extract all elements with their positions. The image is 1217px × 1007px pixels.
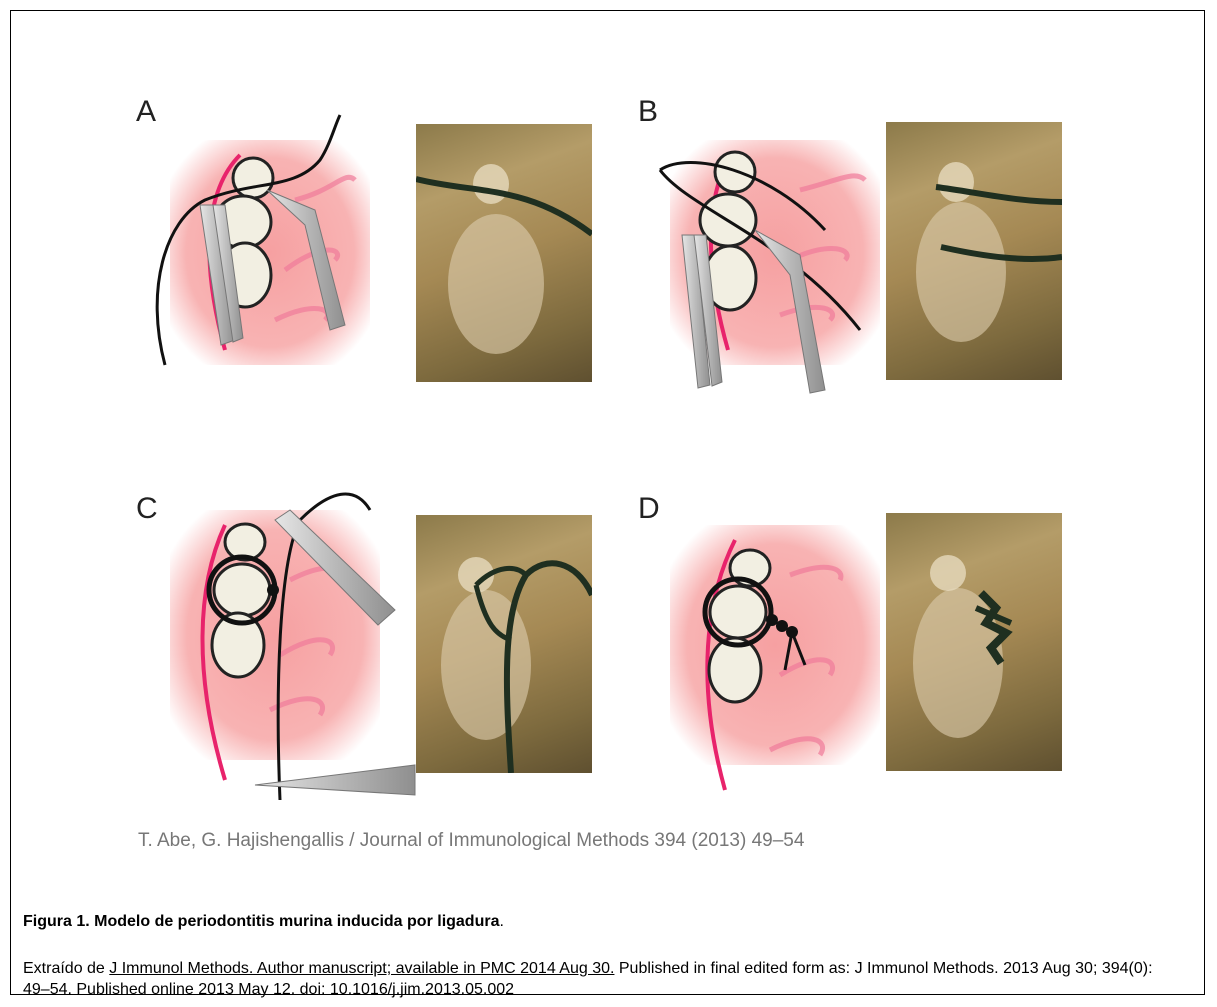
caption-title-period: .: [499, 913, 503, 930]
caption-prefix: Extraído de: [23, 960, 109, 977]
panel-c-illustration: [150, 480, 420, 810]
panel-a-illustration: [145, 110, 405, 370]
figure-caption-title: Figura 1. Modelo de periodontitis murina…: [23, 913, 504, 931]
figure-caption-body: Extraído de J Immunol Methods. Author ma…: [23, 958, 1183, 1000]
panel-a-photo: [416, 124, 592, 382]
panel-d-photo: [886, 513, 1062, 771]
panel-b-photo: [886, 122, 1062, 380]
panel-b-illustration: [650, 110, 910, 400]
panel-d-illustration: [650, 500, 910, 800]
source-credit: T. Abe, G. Hajishengallis / Journal of I…: [138, 830, 804, 852]
caption-title-text: Figura 1. Modelo de periodontitis murina…: [23, 913, 499, 930]
gum-area: [670, 525, 880, 765]
source-link[interactable]: J Immunol Methods. Author manuscript; av…: [109, 960, 614, 977]
panel-c-photo: [416, 515, 592, 773]
